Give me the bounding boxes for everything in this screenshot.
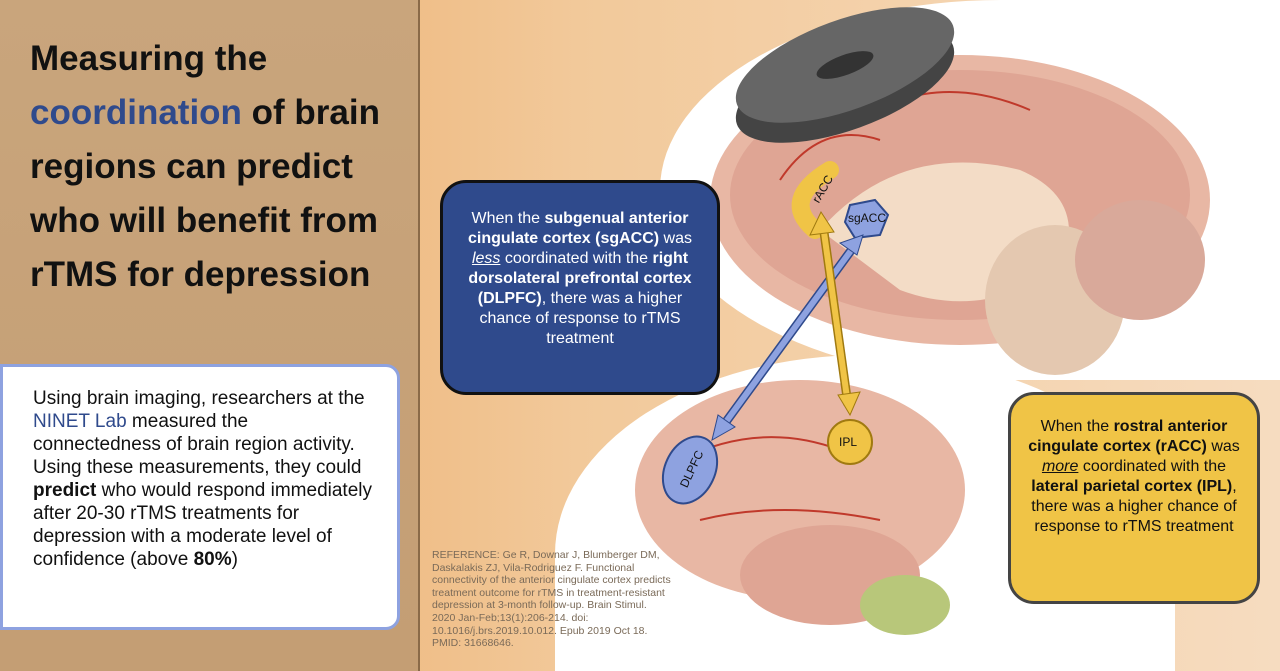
yellow-connection-arrow (809, 210, 861, 417)
ninet-lab-link: NINET Lab (33, 411, 127, 432)
ipl-label: IPL (839, 435, 858, 449)
lateral-brain-image (635, 380, 965, 635)
title-highlight: coordination (30, 93, 242, 132)
reference-citation: REFERENCE: Ge R, Downar J, Blumberger DM… (432, 549, 671, 650)
sgacc-finding-box: When the subgenual anterior cingulate co… (440, 180, 720, 395)
left-panel: Measuring the coordination of brain regi… (0, 0, 420, 671)
dlpfc-region (661, 435, 719, 505)
page-title: Measuring the coordination of brain regi… (30, 39, 380, 294)
sgacc-region (843, 198, 890, 240)
racc-finding-box: When the rostral anterior cingulate cort… (1008, 392, 1260, 604)
tms-coil-icon (735, 7, 955, 143)
sgacc-label: sgACC (848, 211, 887, 225)
study-summary-box: Using brain imaging, researchers at the … (0, 364, 400, 630)
ipl-region (827, 419, 873, 465)
